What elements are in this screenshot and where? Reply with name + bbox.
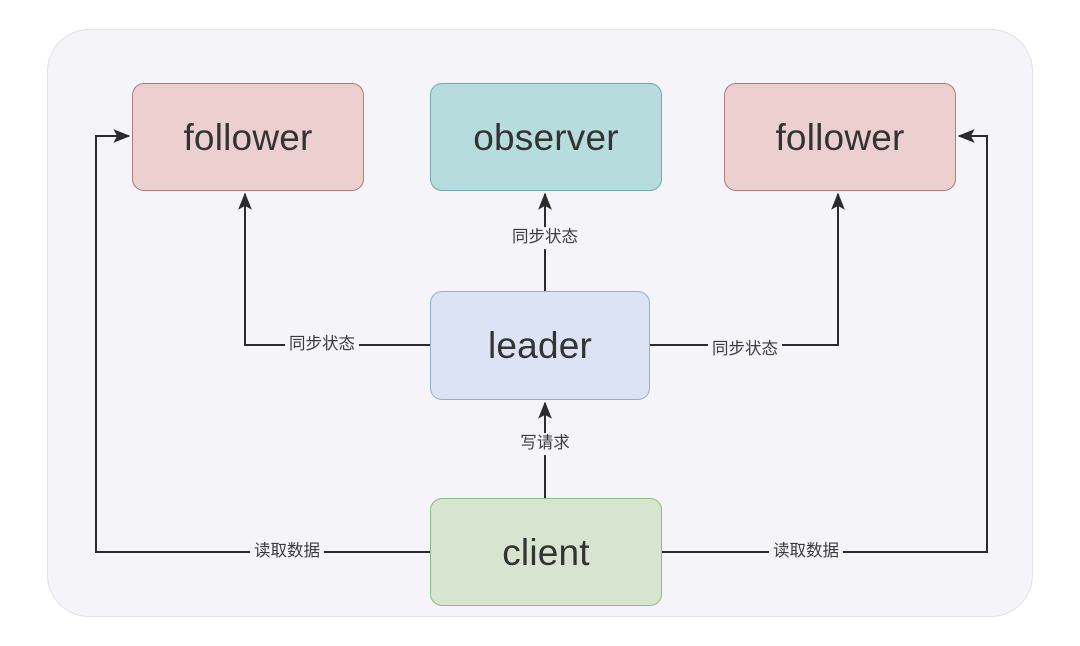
edge-leader-to-follower-right [650,192,845,346]
node-follower-right[interactable]: follower [724,83,956,191]
node-label: follower [183,116,313,158]
node-label: client [502,531,590,573]
node-label: observer [473,116,619,158]
edge-label-leader-to-follower-left: 同步状态 [285,334,359,356]
edge-label-leader-to-observer: 同步状态 [508,227,582,249]
edge-label-client-to-leader: 写请求 [516,433,574,455]
node-label: leader [487,325,593,366]
edge-label-client-to-follower-right: 读取数据 [769,541,843,563]
node-follower-left[interactable]: follower [132,83,364,191]
edge-label-client-to-follower-left: 读取数据 [250,541,324,563]
node-client[interactable]: client [430,498,662,606]
edge-leader-to-follower-left [238,192,430,346]
edge-label-leader-to-follower-right: 同步状态 [708,339,782,361]
node-label: follower [775,116,905,158]
node-observer[interactable]: observer [430,83,662,191]
node-leader[interactable]: leader [430,291,650,400]
